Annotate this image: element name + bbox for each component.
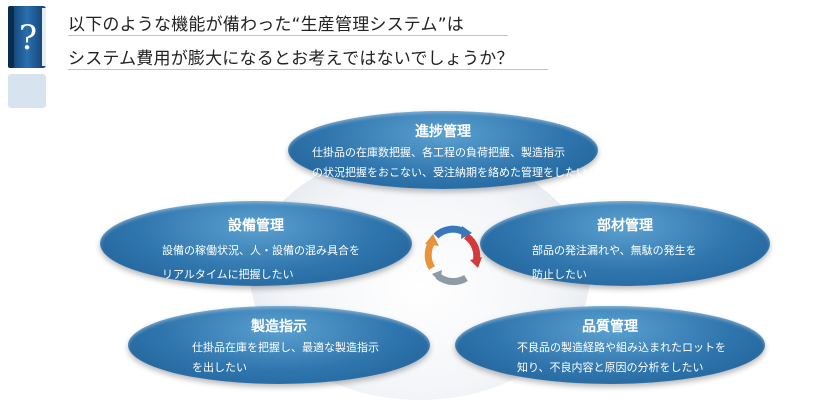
node-parts-management: 部材管理 部品の発注漏れや、無駄の発生を 防止したい (480, 201, 770, 286)
node-desc-line: 防止したい (532, 268, 587, 281)
node-desc-line: 設備の稼働状況、人・設備の混み具合を (162, 244, 360, 257)
node-manufacturing-instruction: 製造指示 仕掛品在庫を把握し、最適な製造指示 を出したい (128, 306, 430, 384)
cycle-arrow-gray (435, 273, 468, 286)
cycle-arrow-red-head (470, 257, 482, 268)
node-desc-line: リアルタイムに把握したい (162, 268, 294, 281)
svg-text:?: ? (19, 18, 37, 58)
node-equipment-management: 設備管理 設備の稼働状況、人・設備の混み具合を リアルタイムに把握したい (100, 201, 412, 286)
node-title: 部材管理 (597, 218, 653, 234)
header-question-line-1: 以下のような機能が備わった“生産管理システム”は (68, 15, 464, 35)
node-desc-line: 仕掛品在庫を把握し、最適な製造指示 (192, 341, 379, 354)
node-title: 品質管理 (582, 319, 638, 335)
node-title: 設備管理 (228, 218, 284, 234)
cycle-arrow-red (463, 233, 481, 263)
node-quality-management: 品質管理 不良品の製造経路や組み込まれたロットを 知り、不良内容と原因の分析をし… (455, 306, 765, 384)
node-desc-line: 知り、不良内容と原因の分析をしたい (517, 361, 704, 374)
node-desc-line: 仕掛品の在庫数把握、各工程の負荷把握、製造指示 (312, 146, 565, 159)
cycle-arrows-icon (424, 225, 482, 286)
cycle-arrow-blue-head (461, 226, 472, 239)
question-book-reflection (8, 74, 46, 108)
cycle-arrow-orange (424, 240, 436, 270)
question-book-icon: ? (8, 6, 46, 68)
node-desc-line: の状況把握をおこない、受注納期を絡めた管理をしたい (312, 166, 587, 179)
node-title: 製造指示 (251, 319, 307, 335)
node-desc-line: を出したい (192, 361, 247, 374)
cycle-arrow-blue (433, 225, 466, 239)
header-divider-2 (68, 69, 548, 70)
node-progress-management: 進捗管理 仕掛品の在庫数把握、各工程の負荷把握、製造指示 の状況把握をおこない、… (288, 111, 598, 189)
node-desc-line: 不良品の製造経路や組み込まれたロットを (517, 341, 726, 354)
cycle-arrow-gray-head (432, 270, 442, 282)
node-title: 進捗管理 (415, 124, 471, 140)
node-desc-line: 部品の発注漏れや、無駄の発生を (532, 244, 697, 257)
header-divider-1 (68, 35, 508, 36)
cycle-arrow-orange-head (425, 234, 439, 246)
header-question-line-2: システム費用が膨大になるとお考えではないでしょうか？ (68, 49, 514, 69)
